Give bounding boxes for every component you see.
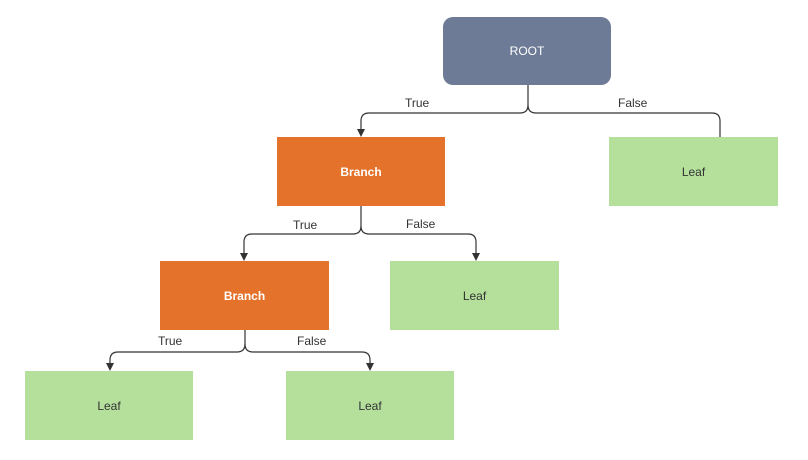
leaf-node-bottom-left: Leaf <box>25 371 193 440</box>
leaf-node-middle: Leaf <box>390 261 559 330</box>
leaf-node-top-right-label: Leaf <box>681 164 706 179</box>
leaf-node-bottom-left-label: Leaf <box>97 398 121 413</box>
branch-node-2-label: Branch <box>223 288 266 303</box>
edge-branch2-true <box>106 330 246 371</box>
edge-root-false <box>527 104 721 137</box>
branch-node-1: Branch <box>277 137 445 206</box>
branch-node-1-label: Branch <box>340 164 382 179</box>
edge-label-branch1-false: False <box>405 217 437 231</box>
leaf-node-middle-label: Leaf <box>462 288 487 303</box>
edge-label-root-false: False <box>617 96 649 110</box>
edge-branch2-false <box>244 343 374 371</box>
edge-branch1-true <box>240 206 362 261</box>
edge-root-true <box>357 85 529 137</box>
edge-label-branch1-true: True <box>292 218 319 232</box>
edge-label-branch2-false: False <box>296 334 328 348</box>
edge-label-root-true: True <box>404 96 431 110</box>
edge-label-branch2-true: True <box>157 334 184 348</box>
root-node: ROOT <box>443 17 611 85</box>
edge-branch1-false <box>360 225 480 261</box>
leaf-node-bottom-right: Leaf <box>286 371 454 440</box>
branch-node-2: Branch <box>160 261 329 330</box>
leaf-node-top-right: Leaf <box>609 137 778 206</box>
root-node-label: ROOT <box>509 44 545 58</box>
leaf-node-bottom-right-label: Leaf <box>358 398 382 413</box>
